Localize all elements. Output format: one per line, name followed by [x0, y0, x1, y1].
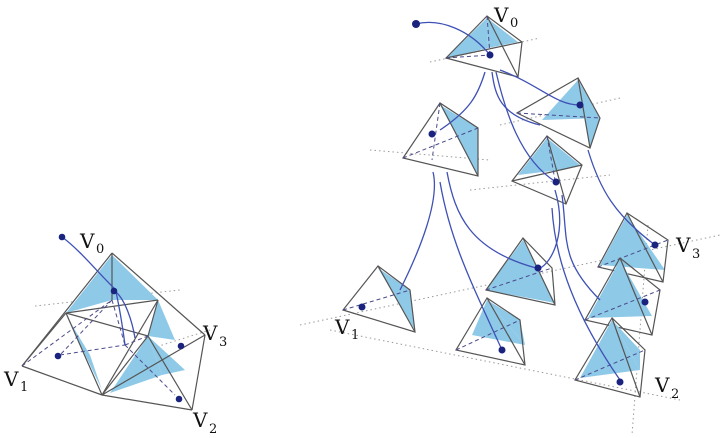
right-label-v2: V 2 [654, 373, 679, 402]
left-subdivided-tetrahedron: V 0 V 1 V 2 V 3 [3, 229, 227, 437]
left-curves [61, 236, 136, 346]
svg-text:V: V [493, 3, 509, 27]
child-tetra-upper-right [515, 77, 601, 149]
svg-text:V: V [79, 229, 95, 253]
svg-text:0: 0 [96, 242, 104, 257]
svg-text:V: V [192, 408, 208, 432]
left-label-v3: V 3 [202, 321, 227, 350]
svg-text:3: 3 [219, 335, 227, 350]
svg-text:1: 1 [20, 380, 28, 395]
svg-text:V: V [654, 373, 670, 397]
child-tetra-bottom-middle [455, 297, 526, 366]
svg-text:0: 0 [510, 16, 518, 31]
right-connecting-curves [399, 21, 656, 381]
child-tetra-upper-left [402, 102, 479, 177]
right-exploded-tetrahedra: V 0 V 1 V 2 V 3 [299, 3, 720, 436]
child-tetra-v1 [341, 265, 416, 333]
svg-text:1: 1 [351, 328, 359, 343]
left-label-v2: V 2 [192, 408, 217, 437]
left-dots [54, 233, 185, 403]
child-tetra-v3 [597, 212, 669, 283]
svg-text:V: V [675, 233, 691, 257]
left-edges [21, 252, 206, 411]
right-label-v3: V 3 [675, 233, 700, 262]
svg-text:3: 3 [692, 247, 700, 262]
child-tetra-lower-right [584, 257, 661, 336]
left-shaded-faces [66, 255, 185, 393]
right-label-v1: V 1 [334, 315, 359, 343]
child-tetra-middle [511, 135, 583, 205]
svg-text:V: V [334, 315, 350, 339]
right-dots [358, 20, 659, 386]
right-label-v0: V 0 [493, 3, 518, 31]
svg-text:2: 2 [209, 422, 217, 437]
left-hidden-edges [21, 299, 176, 396]
svg-text:V: V [3, 367, 19, 391]
child-tetra-v2 [574, 317, 646, 398]
left-label-v1: V 1 [3, 367, 28, 395]
child-tetra-lower-middle [484, 237, 556, 306]
child-tetra-v0 [444, 15, 523, 78]
left-label-v0: V 0 [79, 229, 104, 257]
svg-text:2: 2 [671, 387, 679, 402]
svg-text:V: V [202, 321, 218, 345]
